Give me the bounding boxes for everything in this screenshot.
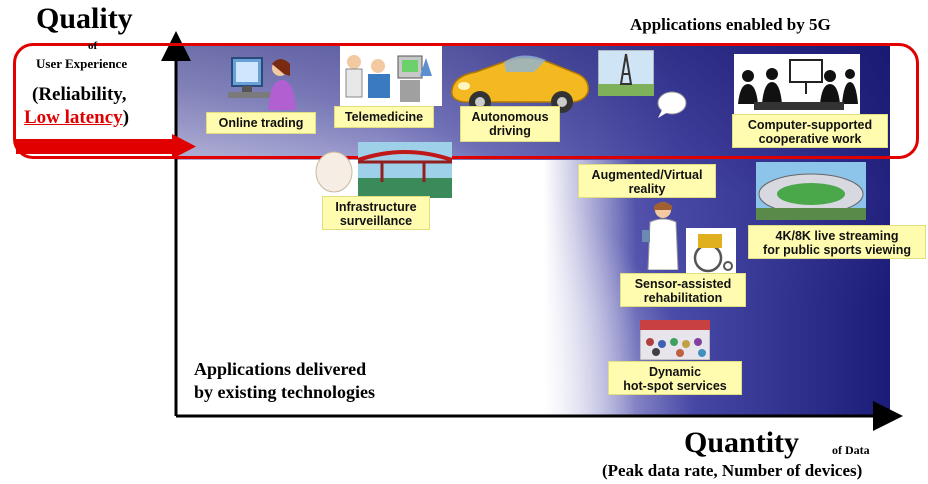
- label-online-trading: Online trading: [206, 112, 316, 134]
- existing-tech-text: Applications delivered by existing techn…: [194, 359, 376, 402]
- label-infrastructure: Infrastructure surveillance: [322, 196, 430, 230]
- bridge-icon: [315, 142, 452, 198]
- y-axis-subtitle: User Experience: [36, 56, 128, 71]
- meeting-icon: [734, 54, 860, 116]
- label-arvr: Augmented/Virtual reality: [578, 164, 716, 198]
- y-axis-of: of: [88, 40, 98, 52]
- x-axis-of: of Data: [832, 443, 870, 457]
- trader-icon: [228, 57, 296, 110]
- stadium-icon: [756, 162, 866, 220]
- label-telemedicine: Telemedicine: [334, 106, 434, 128]
- highlight-frame: [13, 43, 919, 159]
- doctor-icon: [340, 46, 442, 106]
- label-autonomous-driving: Autonomous driving: [460, 106, 560, 142]
- latency-arrow: [16, 134, 196, 159]
- car-icon: [451, 55, 590, 113]
- label-streaming: 4K/8K live streaming for public sports v…: [748, 225, 926, 259]
- y-axis-note-2: Low latency): [24, 107, 129, 129]
- y-axis-title: Quality: [36, 2, 133, 35]
- nurse-icon: [642, 202, 679, 270]
- speech-bubble-icon: [657, 91, 687, 118]
- label-rehabilitation: Sensor-assisted rehabilitation: [620, 273, 746, 307]
- x-axis-title: Quantity: [684, 426, 800, 459]
- label-hotspot: Dynamic hot-spot services: [608, 361, 742, 395]
- label-cscw: Computer-supported cooperative work: [732, 114, 888, 148]
- wheelchair-icon: [686, 228, 736, 274]
- eiffel-tower-icon: [598, 50, 654, 96]
- y-axis-note-1: (Reliability,: [32, 84, 127, 105]
- paren-close: ): [122, 107, 130, 128]
- header-5g: Applications enabled by 5G: [630, 15, 831, 34]
- x-axis-subtitle: (Peak data rate, Number of devices): [602, 461, 863, 480]
- low-latency-text: Low latency: [24, 107, 123, 128]
- crowd-icon: [640, 320, 710, 360]
